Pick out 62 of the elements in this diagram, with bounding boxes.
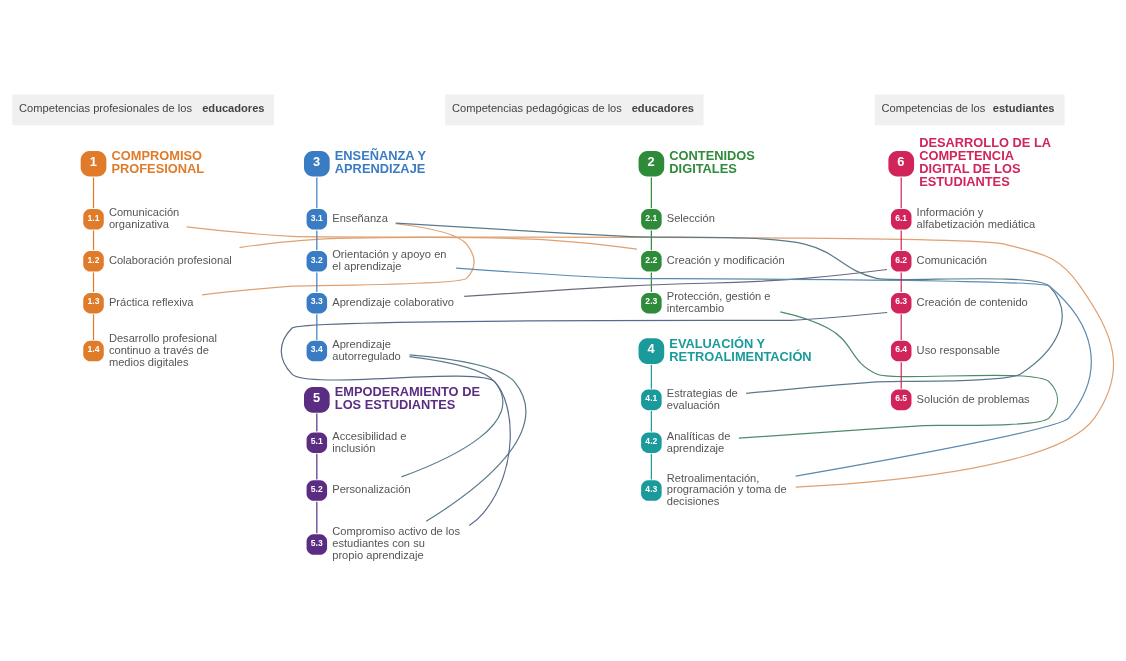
connector — [900, 361, 902, 389]
node-label: Orientación y apoyo en el aprendizaje — [332, 247, 447, 272]
connector — [185, 225, 1115, 488]
connector — [238, 236, 638, 250]
connector — [650, 409, 652, 432]
node-label: Retroalimentación, programación y toma de decisiones — [666, 471, 787, 507]
node-label: Protección, gestión e intercambio — [666, 289, 771, 314]
node-label: Analíticas de aprendizaje — [666, 429, 731, 454]
connector — [92, 229, 95, 251]
connector — [395, 222, 1063, 394]
connector — [900, 229, 902, 251]
label: Competencias profesionales de los educadores — [19, 101, 265, 114]
node-label: Información y alfabetización mediática — [916, 205, 1036, 230]
node-label: DESARROLLO DE LA COMPETENCIA DIGITAL DE LOS ESTUDIANTES — [919, 134, 1052, 189]
connector — [408, 353, 527, 522]
connector — [316, 271, 318, 293]
node-label: Aprendizaje colaborativo — [332, 295, 454, 308]
connector — [463, 268, 888, 297]
connector — [316, 500, 318, 534]
node-label: Personalización — [332, 482, 411, 495]
connector — [92, 313, 95, 341]
connector — [92, 271, 95, 293]
connector — [900, 176, 902, 209]
node-label: Enseñanza — [332, 211, 388, 224]
node-label: Desarrollo profesional continuo a través de medios digitales — [108, 331, 217, 368]
node-label: COMPROMISO PROFESIONAL — [111, 147, 205, 176]
connector — [455, 267, 1092, 477]
node-label: ENSEÑANZA Y APRENDIZAJE — [334, 147, 427, 176]
connector — [650, 271, 652, 293]
node-label: Comunicación organizativa — [108, 205, 180, 230]
node-label: Aprendizaje autorregulado — [332, 337, 401, 362]
node-label: EVALUACIÓN Y RETROALIMENTACIÓN — [669, 335, 812, 364]
connector — [316, 229, 318, 251]
node-label: Accesibilidad e inclusión — [332, 429, 407, 454]
node-label: Solución de problemas — [916, 392, 1030, 405]
connector — [400, 355, 504, 477]
node-label: Creación de contenido — [916, 295, 1028, 308]
connector — [738, 310, 1059, 439]
connector — [316, 176, 318, 209]
connector — [316, 452, 318, 480]
node-label: Compromiso activo de los estudiantes con su propio aprendizaje — [332, 524, 461, 561]
connector — [650, 363, 652, 389]
node-label: Selección — [666, 211, 715, 224]
connector — [650, 452, 652, 480]
connector — [900, 313, 902, 341]
label: Competencias pedagógicas de los educadores — [452, 101, 695, 114]
connector — [900, 271, 902, 293]
label: Competencias de los estudiantes — [881, 101, 1055, 114]
node-label: Creación y modificación — [666, 253, 785, 266]
connector — [316, 313, 318, 341]
node-label: Uso responsable — [916, 343, 1000, 356]
node-label: Práctica reflexiva — [108, 295, 194, 308]
node-label: Estrategias de evaluación — [666, 386, 738, 411]
connector — [650, 229, 652, 251]
node-label: Comunicación — [916, 253, 988, 266]
connector — [201, 222, 475, 295]
node-label: EMPODERAMIENTO DE LOS ESTUDIANTES — [334, 383, 480, 412]
connector — [92, 176, 95, 209]
node-label: Colaboración profesional — [108, 253, 232, 266]
connector — [280, 311, 888, 526]
connector — [650, 176, 652, 209]
node-label: CONTENIDOS DIGITALES — [669, 147, 755, 176]
